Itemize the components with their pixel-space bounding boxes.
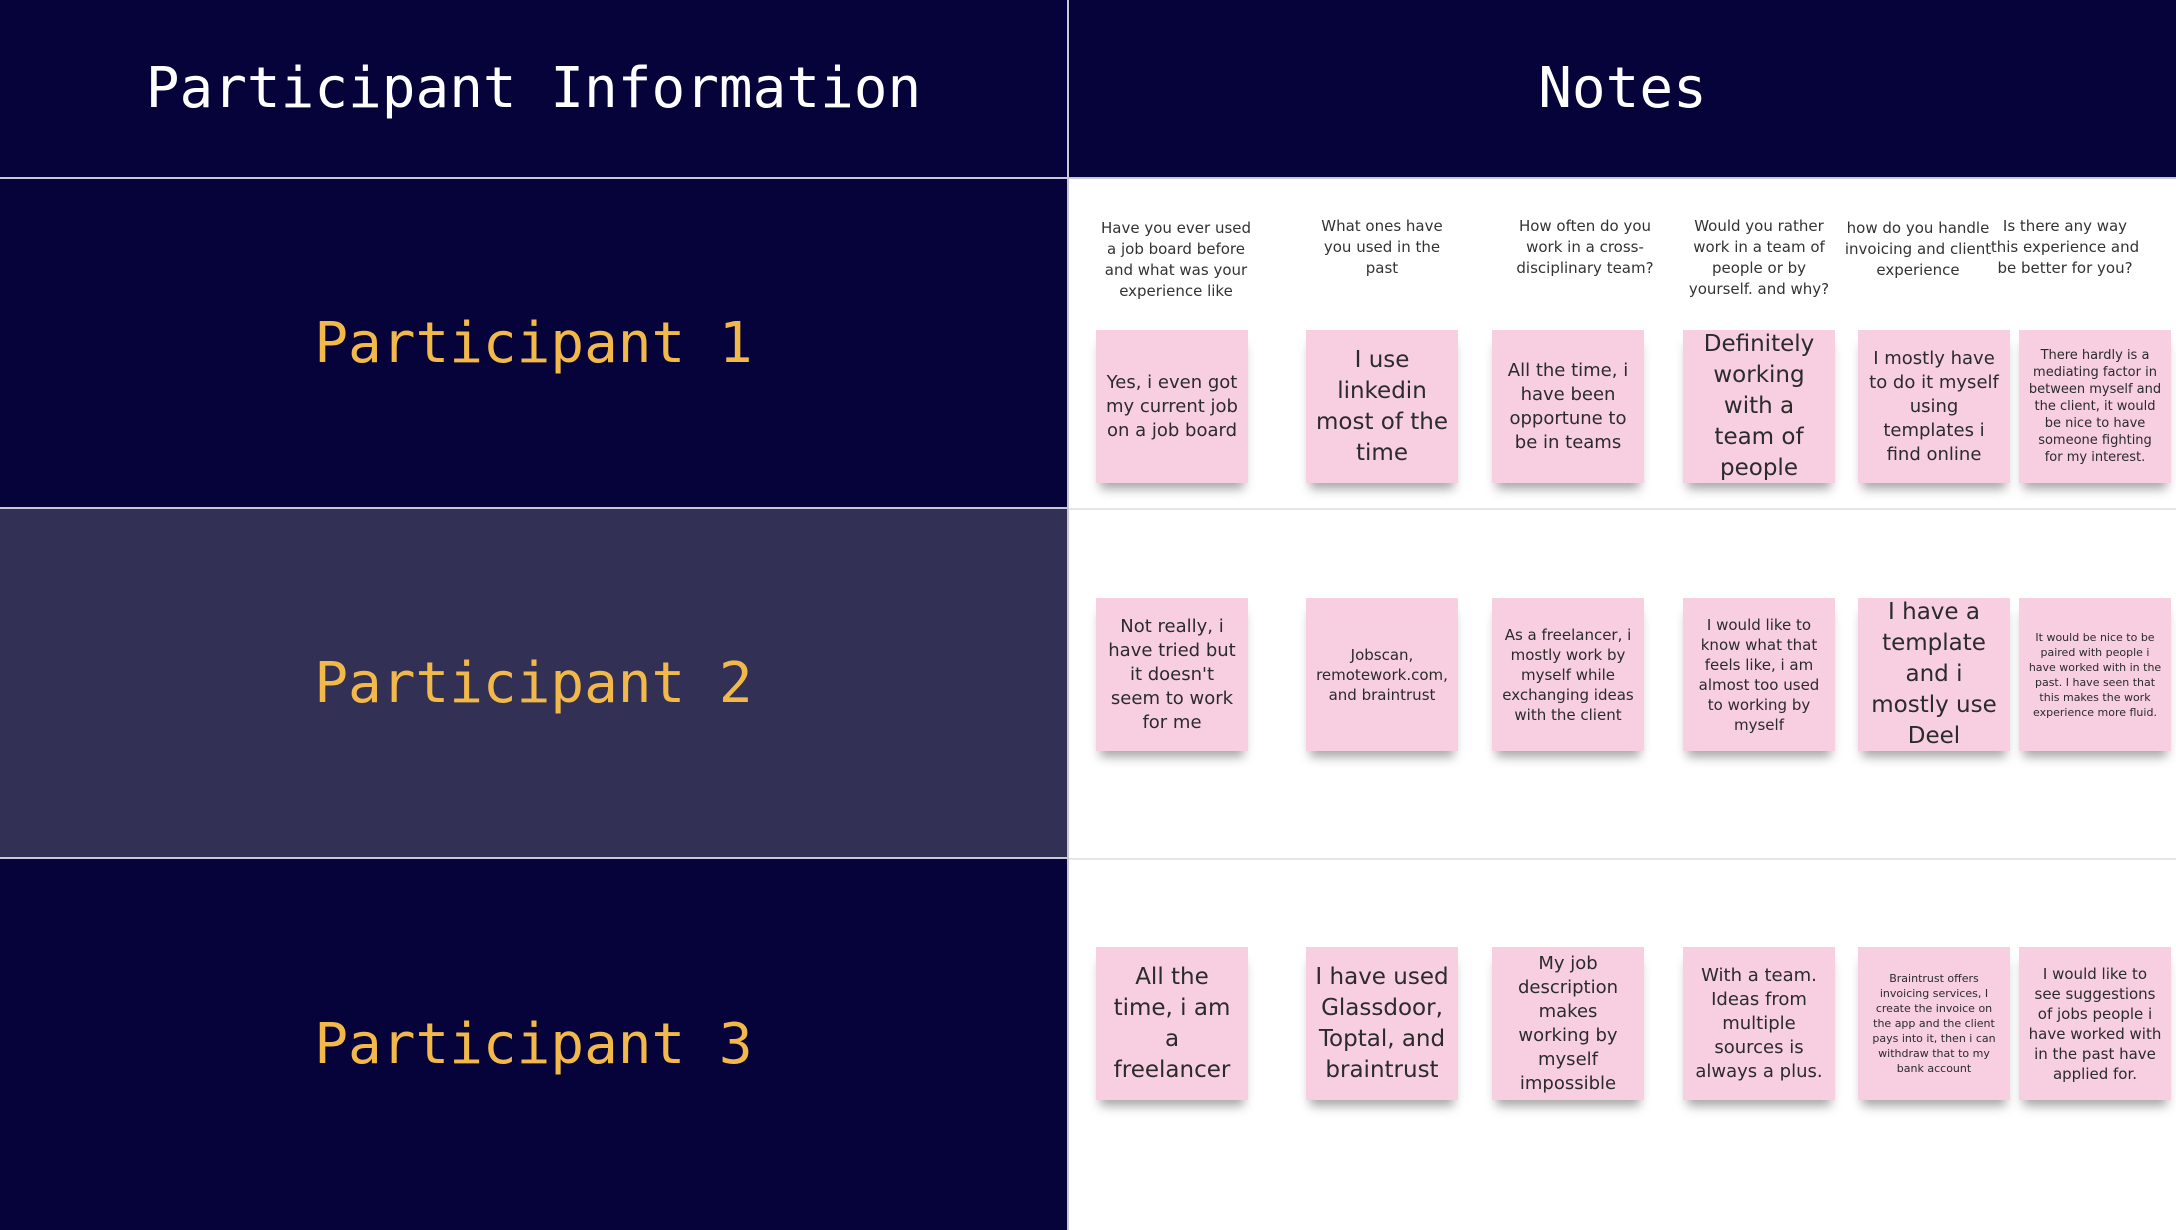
- sticky-note-p2-q6[interactable]: It would be nice to be paired with peopl…: [2019, 598, 2171, 751]
- sticky-note-p3-q4[interactable]: With a team. Ideas from multiple sources…: [1683, 947, 1835, 1100]
- participant-row-1: Participant 1: [0, 179, 1069, 509]
- sticky-note-p2-q4[interactable]: I would like to know what that feels lik…: [1683, 598, 1835, 751]
- question-4: Would you rather work in a team of peopl…: [1688, 217, 1830, 298]
- sticky-note-p1-q3[interactable]: All the time, i have been opportune to b…: [1492, 330, 1644, 483]
- question-1: Have you ever used a job board before an…: [1101, 219, 1252, 300]
- participant-label: Participant 3: [314, 1012, 753, 1077]
- sticky-note-p3-q1[interactable]: All the time, i am a freelancer: [1096, 947, 1248, 1100]
- row-divider: [1069, 858, 2176, 860]
- sticky-note-p3-q6[interactable]: I would like to see suggestions of jobs …: [2019, 947, 2171, 1100]
- participant-info-title: Participant Information: [145, 56, 922, 121]
- sticky-note-p3-q5[interactable]: Braintrust offers invoicing services, I …: [1858, 947, 2010, 1100]
- sticky-note-p1-q5[interactable]: I mostly have to do it myself using temp…: [1858, 330, 2010, 483]
- sticky-note-p1-q1[interactable]: Yes, i even got my current job on a job …: [1096, 330, 1248, 483]
- participant-row-3: Participant 3: [0, 859, 1069, 1230]
- sticky-note-p2-q5[interactable]: I have a template and i mostly use Deel: [1858, 598, 2010, 751]
- participant-label: Participant 2: [314, 650, 753, 716]
- participant-label: Participant 1: [314, 310, 753, 376]
- sticky-note-p3-q3[interactable]: My job description makes working by myse…: [1492, 947, 1644, 1100]
- sticky-note-p2-q2[interactable]: Jobscan, remotework.com, and braintrust: [1306, 598, 1458, 751]
- sticky-note-p2-q3[interactable]: As a freelancer, i mostly work by myself…: [1492, 598, 1644, 751]
- question-6: Is there any way this experience and be …: [1990, 217, 2140, 277]
- row-divider: [1069, 508, 2176, 510]
- question-3: How often do you work in a cross-discipl…: [1516, 217, 1654, 277]
- participant-info-header: Participant Information: [0, 0, 1069, 179]
- sticky-note-p1-q4[interactable]: Definitely working with a team of people: [1683, 330, 1835, 483]
- notes-header: Notes: [1069, 0, 2176, 179]
- sticky-note-p1-q6[interactable]: There hardly is a mediating factor in be…: [2019, 330, 2171, 483]
- question-5: how do you handle invoicing and client e…: [1844, 219, 1992, 279]
- participant-row-2: Participant 2: [0, 509, 1069, 859]
- notes-title: Notes: [1538, 56, 1707, 121]
- sticky-note-p2-q1[interactable]: Not really, i have tried but it doesn't …: [1096, 598, 1248, 751]
- question-2: What ones have you used in the past: [1321, 217, 1443, 277]
- sticky-note-p3-q2[interactable]: I have used Glassdoor, Toptal, and brain…: [1306, 947, 1458, 1100]
- sticky-note-p1-q2[interactable]: I use linkedin most of the time: [1306, 330, 1458, 483]
